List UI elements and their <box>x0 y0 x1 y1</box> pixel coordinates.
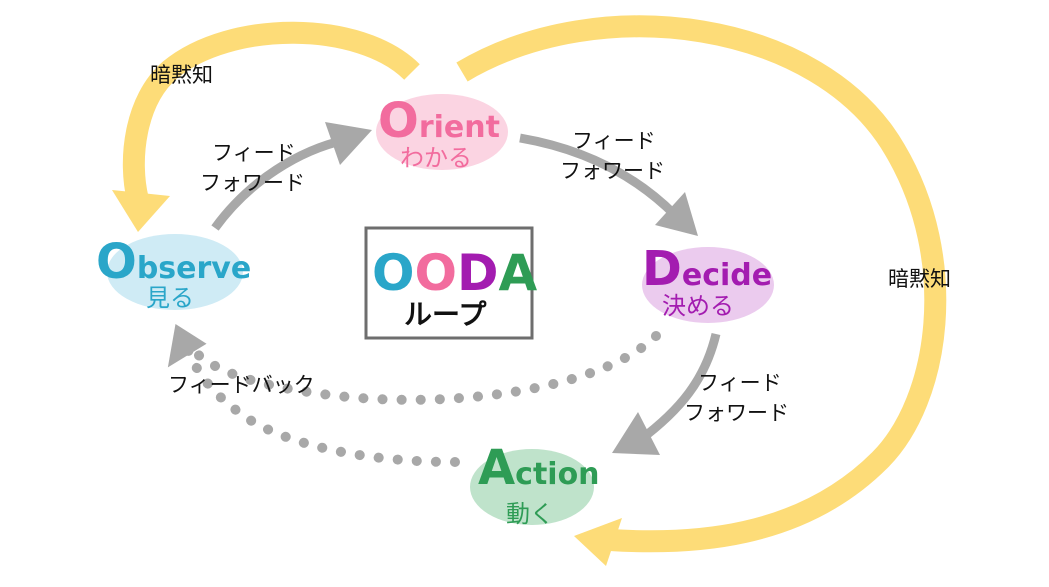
decide-ja: 決める <box>662 292 734 320</box>
tacit-label-right: 暗黙知 <box>888 267 951 291</box>
ff-label-3-line2: フォワード <box>684 401 789 425</box>
tacit-arrowhead-left <box>112 190 170 232</box>
action-title: Action <box>478 440 600 496</box>
tacit-label-left: 暗黙知 <box>150 63 213 87</box>
ff-arrow-observe-orient <box>211 135 346 231</box>
orient-title: Orient <box>378 93 500 149</box>
feedback-label: フィードバック <box>168 373 315 397</box>
action-ja: 動く <box>506 500 554 528</box>
ooda-title-box <box>364 226 534 340</box>
ff-arrowhead-decide-action <box>612 412 660 455</box>
orient-ja: わかる <box>400 144 472 172</box>
orient-bubble <box>376 94 508 170</box>
ooda-title: OODA <box>372 244 538 302</box>
observe-ja: 見る <box>146 284 194 312</box>
decide-title: Decide <box>642 241 772 297</box>
ooda-subtitle: ループ <box>404 298 487 331</box>
ff-arrow-orient-decide <box>519 133 679 219</box>
feedback-arc-decide <box>183 331 661 405</box>
observe-title: Observe <box>96 234 251 290</box>
feedback-arc-action <box>183 345 460 467</box>
ff-label-1-line2: フォワード <box>200 171 305 195</box>
tacit-arrowhead-right <box>574 518 622 566</box>
ff-arrowhead-observe-orient <box>325 122 372 165</box>
ff-label-1-line1: フィード <box>212 141 296 165</box>
feedback-arrowhead <box>167 324 207 368</box>
ff-label-2-line2: フォワード <box>560 159 665 183</box>
observe-bubble <box>107 234 243 310</box>
ff-label-3-line1: フィード <box>698 371 782 395</box>
ff-label-2-line1: フィード <box>572 129 656 153</box>
decide-bubble <box>642 247 774 323</box>
tacit-arc-left <box>122 21 420 203</box>
action-bubble <box>470 449 594 525</box>
tacit-arc-right <box>456 15 947 553</box>
ff-arrow-decide-action <box>637 332 721 444</box>
ff-arrowhead-orient-decide <box>655 192 698 236</box>
